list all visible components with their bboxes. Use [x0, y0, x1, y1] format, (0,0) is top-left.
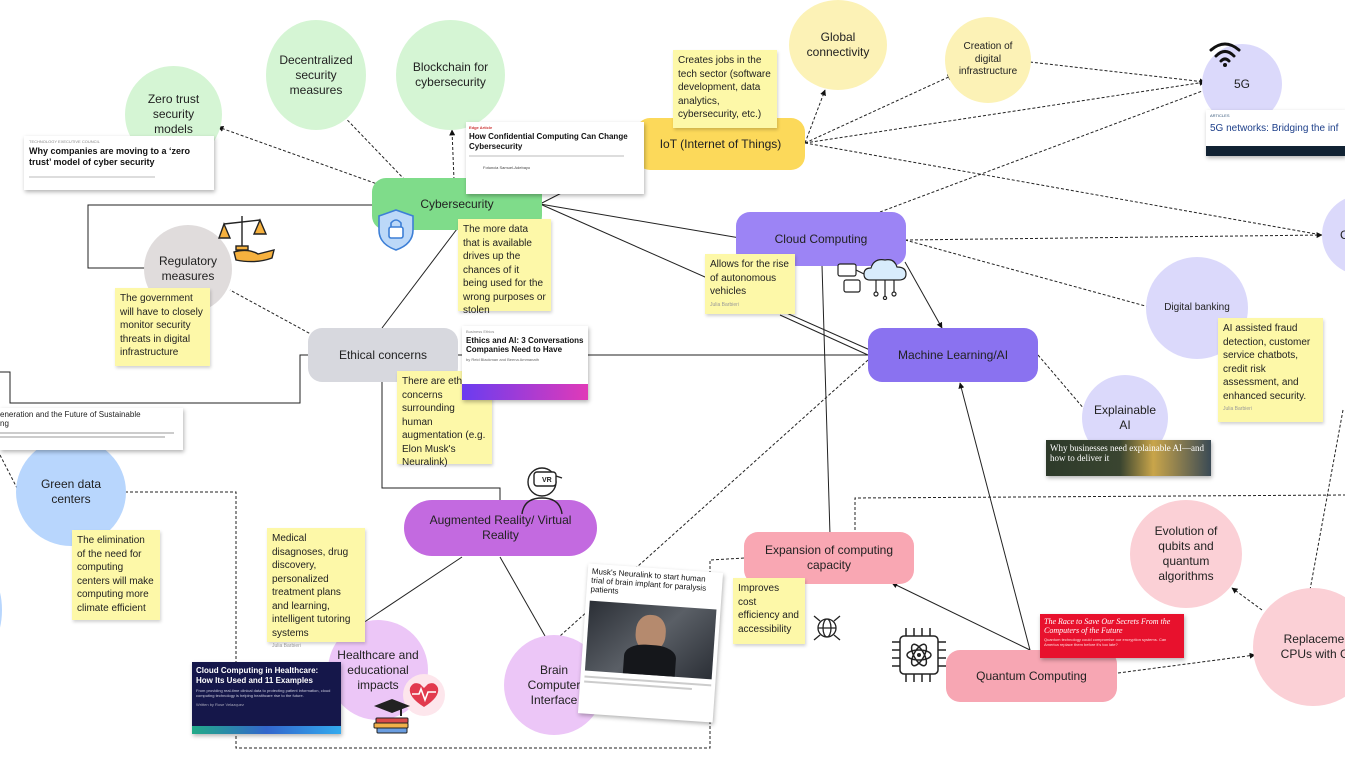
node-ethical-concerns[interactable]: Ethical concerns — [308, 328, 458, 382]
node-ar-vr[interactable]: Augmented Reality/ Virtual Reality — [404, 500, 597, 556]
wifi-icon — [1209, 42, 1241, 67]
sticky-iot-jobs[interactable]: Creates jobs in the tech sector (softwar… — [673, 50, 777, 128]
article-card-explainable-ai[interactable]: Why businesses need explainable AI—and h… — [1046, 440, 1211, 476]
sticky-human-augmentation[interactable]: There are ethical concerns surrounding h… — [397, 371, 492, 468]
neuralink-video-frame — [584, 600, 717, 679]
vr-headset-icon: VR — [521, 467, 563, 515]
article-card-5g[interactable]: ARTICLES 5G networks: Bridging the inf — [1206, 110, 1345, 156]
node-expansion-computing[interactable]: Expansion of computing capacity — [744, 532, 914, 584]
scales-hand-icon — [218, 216, 275, 263]
article-card-quantum[interactable]: The Race to Save Our Secrets From the Co… — [1040, 614, 1184, 658]
node-machine-learning[interactable]: Machine Learning/AI — [868, 328, 1038, 382]
article-card-zero-trust[interactable]: TECHNOLOGY EXECUTIVE COUNCIL Why compani… — [24, 136, 214, 190]
node-blockchain[interactable]: Blockchain for cybersecurity — [396, 20, 505, 130]
node-replacement[interactable]: Replacement CPUs with GP — [1253, 588, 1345, 706]
article-card-ethics-ai[interactable]: Business Ethics Ethics and AI: 3 Convers… — [462, 326, 588, 400]
node-decentralized-security[interactable]: Decentralized security measures — [266, 20, 366, 130]
node-global-connectivity[interactable]: Global connectivity — [789, 0, 887, 90]
heart-pulse-icon — [403, 674, 445, 716]
graduation-books-icon — [373, 699, 410, 734]
article-card-sustainable[interactable]: eneration and the Future of Sustainable … — [0, 408, 183, 450]
node-quantum-computing[interactable]: Quantum Computing — [946, 650, 1117, 702]
sticky-cost-efficiency[interactable]: Improves cost efficiency and accessibili… — [733, 578, 805, 644]
svg-text:VR: VR — [542, 477, 552, 484]
partial-blue-circle — [0, 560, 2, 660]
node-edge-partial[interactable]: C — [1322, 195, 1345, 275]
node-digital-infrastructure[interactable]: Creation of digital infrastructure — [945, 17, 1031, 103]
quantum-chip-icon — [892, 628, 946, 682]
sticky-autonomous-vehicles[interactable]: Allows for the rise of autonomous vehicl… — [705, 254, 795, 314]
cloud-network-icon — [837, 259, 907, 300]
globe-network-icon — [813, 615, 841, 641]
sticky-government[interactable]: The government will have to closely moni… — [115, 288, 210, 366]
sticky-climate-efficient[interactable]: The elimination of the need for computin… — [72, 530, 160, 620]
sticky-ai-banking[interactable]: AI assisted fraud detection, customer se… — [1218, 318, 1323, 422]
article-card-neuralink[interactable]: Musk's Neuralink to start human trial of… — [577, 563, 724, 723]
sticky-data-misuse[interactable]: The more data that is available drives u… — [458, 219, 551, 316]
node-green-data-centers[interactable]: Green data centers — [16, 438, 126, 546]
sticky-medical[interactable]: Medical disagnoses, drug discovery, pers… — [267, 528, 365, 649]
shield-lock-icon — [378, 209, 414, 251]
article-card-confidential-computing[interactable]: Edge Article How Confidential Computing … — [466, 122, 644, 194]
article-card-healthcare[interactable]: Cloud Computing in Healthcare: How Its U… — [192, 662, 341, 734]
node-qubits[interactable]: Evolution of qubits and quantum algorith… — [1130, 500, 1242, 608]
